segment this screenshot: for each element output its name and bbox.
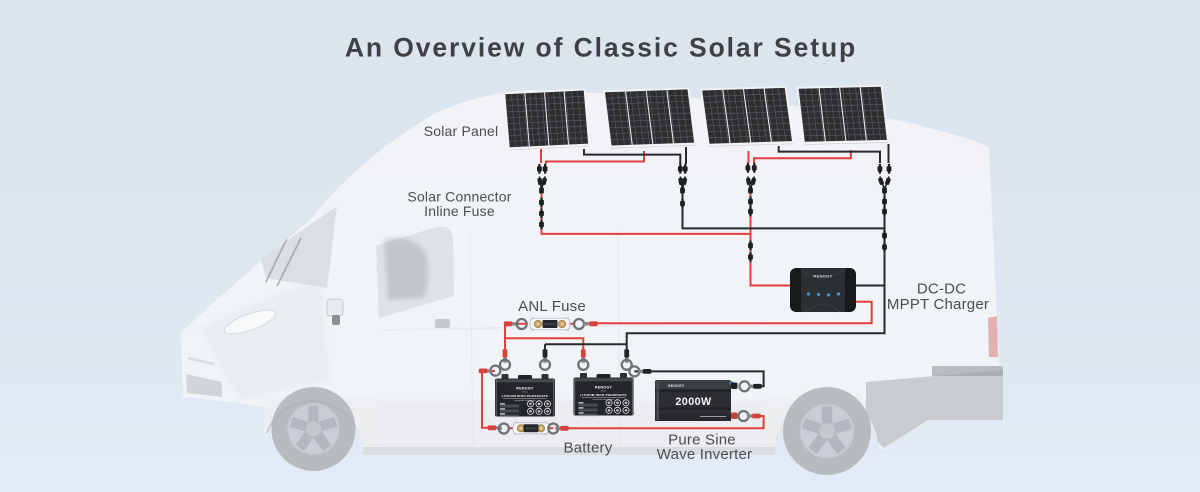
svg-text:ANL Fuse: ANL Fuse	[518, 298, 586, 315]
svg-text:MPPT Charger: MPPT Charger	[887, 296, 989, 313]
svg-text:Solar Panel: Solar Panel	[424, 123, 499, 139]
svg-text:Inline Fuse: Inline Fuse	[424, 203, 495, 219]
svg-text:Wave Inverter: Wave Inverter	[657, 446, 752, 463]
svg-text:Solar Connector: Solar Connector	[407, 189, 511, 205]
svg-text:Battery: Battery	[564, 440, 613, 457]
svg-text:rechargeable battery module: rechargeable battery module	[514, 399, 536, 402]
svg-text:DC-DC: DC-DC	[917, 281, 966, 298]
svg-text:LITHIUM IRON PHOSPHATE: LITHIUM IRON PHOSPHATE	[502, 394, 549, 398]
svg-text:LITHIUM IRON PHOSPHATE: LITHIUM IRON PHOSPHATE	[580, 393, 627, 397]
svg-text:Pure Sine: Pure Sine	[668, 432, 736, 449]
svg-text:RENOGY: RENOGY	[595, 386, 613, 390]
svg-text:An Overview of Classic Solar S: An Overview of Classic Solar Setup	[345, 33, 857, 63]
svg-text:RENOGY: RENOGY	[668, 384, 685, 388]
svg-text:Smart: Smart	[601, 390, 607, 393]
svg-text:RENOGY: RENOGY	[516, 387, 534, 391]
svg-text:Smart: Smart	[522, 391, 528, 394]
svg-text:2000W: 2000W	[675, 396, 712, 408]
svg-text:rechargeable battery module: rechargeable battery module	[593, 398, 615, 401]
svg-text:RENOGY: RENOGY	[813, 274, 832, 279]
